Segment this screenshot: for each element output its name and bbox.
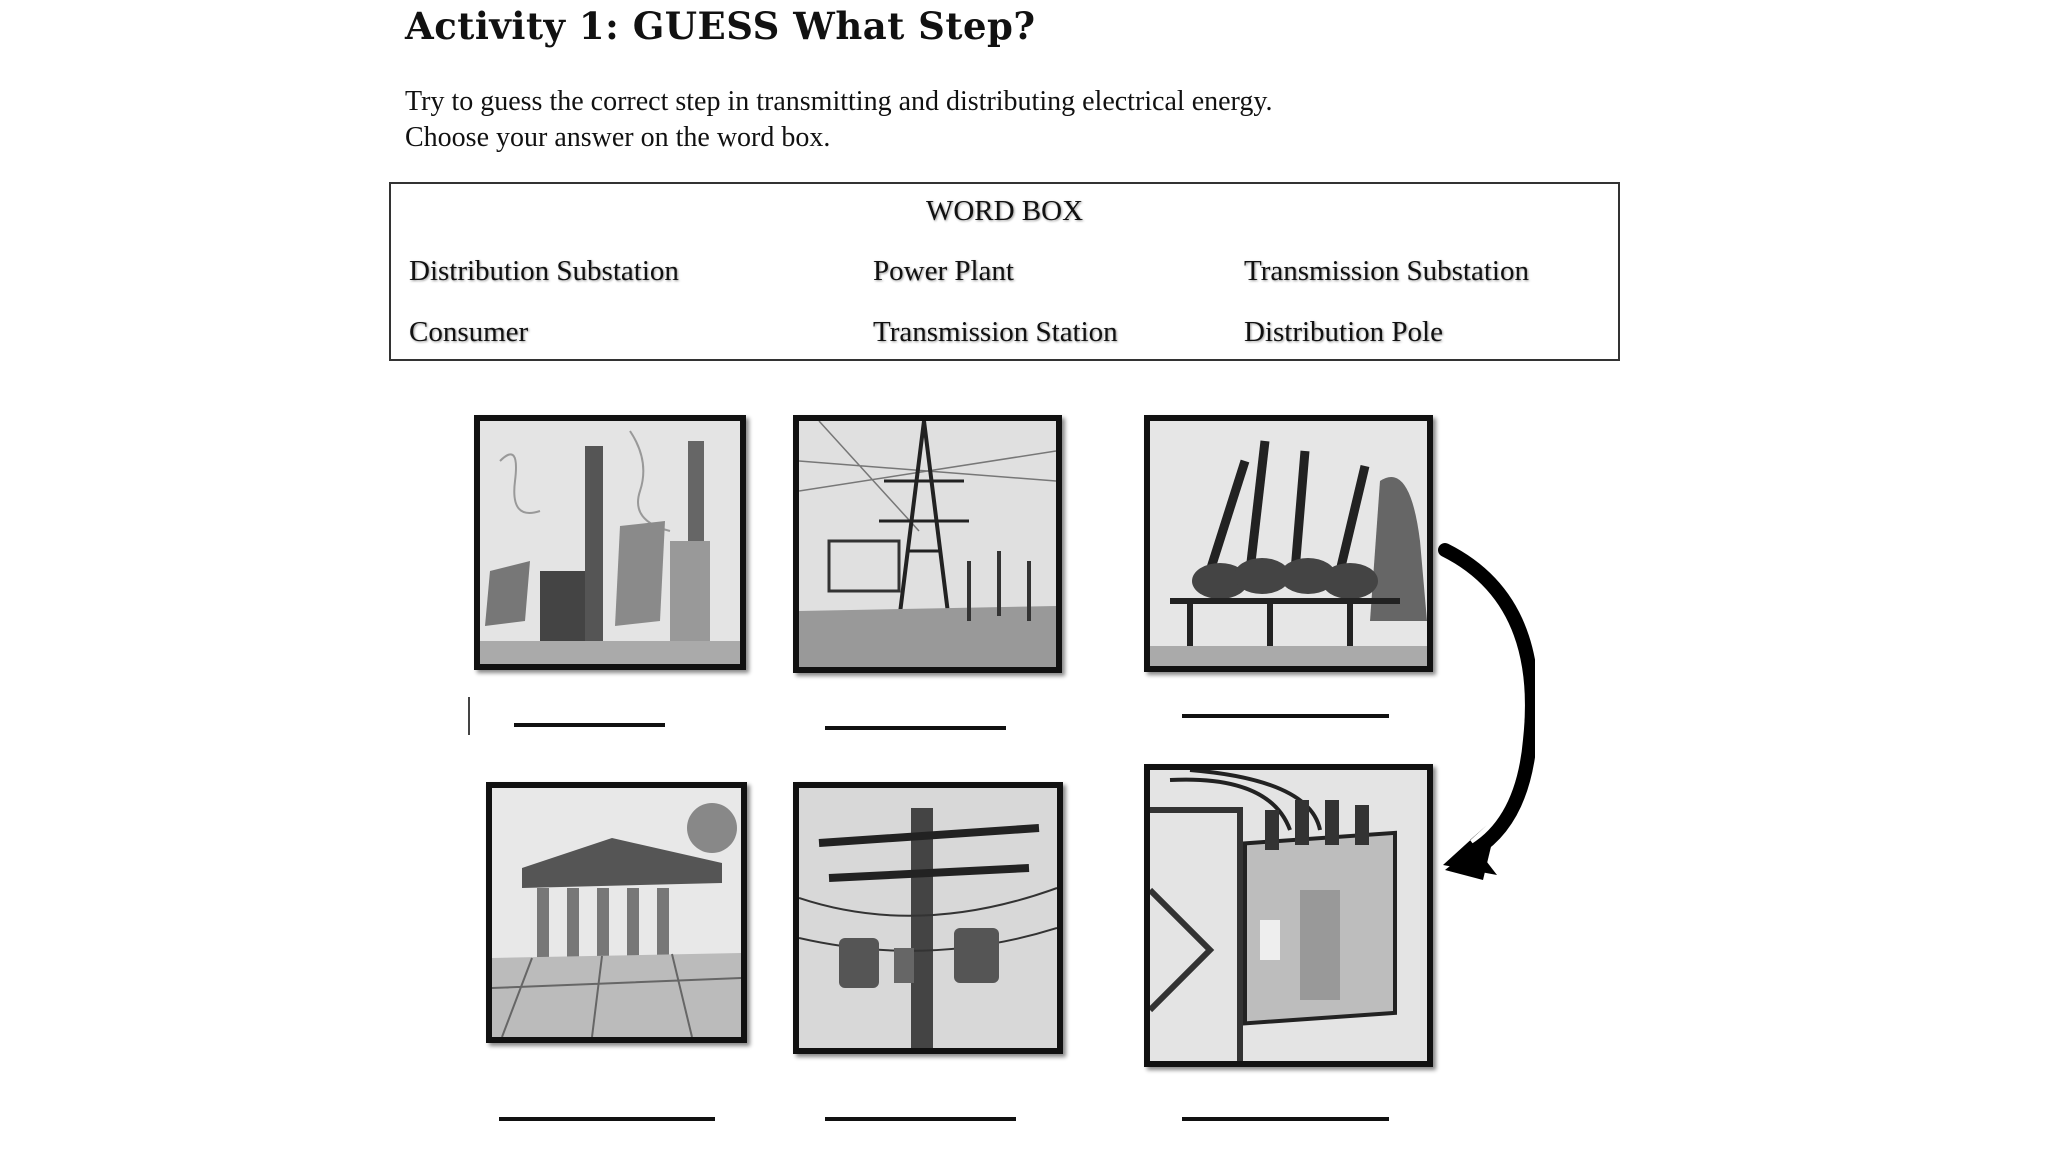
instruction-line-2: Choose your answer on the word box.: [405, 122, 831, 153]
answer-blank-6[interactable]: [1182, 1117, 1389, 1121]
instructions: Try to guess the correct step in transmi…: [405, 84, 1273, 156]
answer-blank-3[interactable]: [1182, 714, 1389, 718]
word-transmission-substation: Transmission Substation: [1244, 255, 1529, 287]
substation-insulators-icon: [1144, 415, 1433, 672]
activity-title: Activity 1: GUESS What Step?: [405, 4, 1036, 48]
word-box: WORD BOX Distribution Substation Power P…: [389, 182, 1620, 361]
transmission-tower-icon: [793, 415, 1062, 673]
building-consumer-icon: [486, 782, 747, 1043]
distribution-pole-icon: [793, 782, 1063, 1054]
instruction-line-1: Try to guess the correct step in transmi…: [405, 86, 1273, 117]
answer-blank-5[interactable]: [825, 1117, 1016, 1121]
word-box-heading: WORD BOX: [925, 195, 1084, 227]
word-distribution-substation: Distribution Substation: [409, 255, 679, 287]
curved-arrow-icon: [1438, 543, 1535, 880]
answer-blank-4[interactable]: [499, 1117, 715, 1121]
answer-blank-1[interactable]: [514, 723, 665, 727]
word-transmission-station: Transmission Station: [873, 316, 1118, 348]
transformer-box-icon: [1144, 764, 1433, 1067]
word-power-plant: Power Plant: [873, 255, 1014, 287]
word-consumer: Consumer: [409, 316, 529, 348]
power-plant-icon: [474, 415, 746, 670]
answer-blank-2[interactable]: [825, 726, 1006, 730]
stray-mark: [468, 697, 470, 735]
word-distribution-pole: Distribution Pole: [1244, 316, 1443, 348]
